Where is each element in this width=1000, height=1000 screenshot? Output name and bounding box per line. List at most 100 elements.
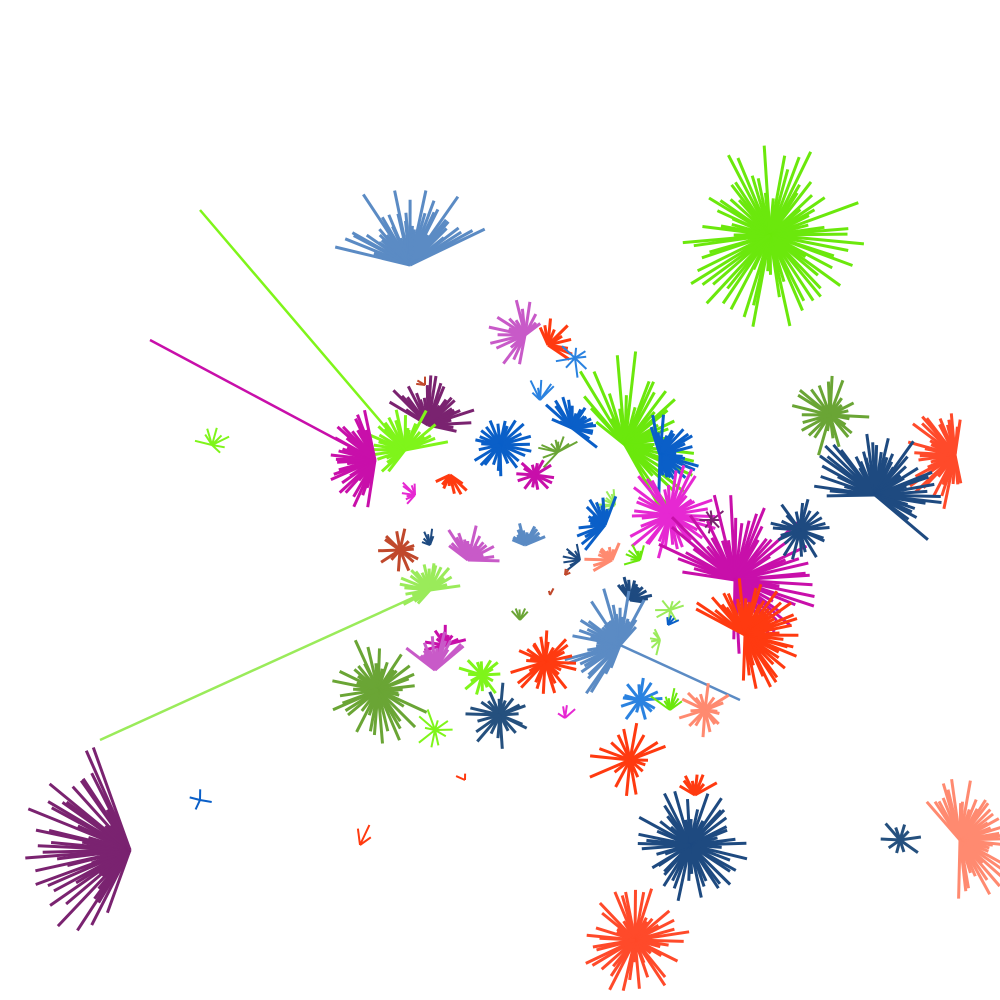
glyph-spoke <box>475 713 501 734</box>
glyph-spoke <box>541 444 559 453</box>
glyph-spoke <box>623 693 641 702</box>
glyph-spoke <box>455 775 466 781</box>
glyph-spoke <box>517 473 536 483</box>
glyph-spoke <box>510 660 546 675</box>
glyph-spoke <box>598 901 637 942</box>
starburst-glyph-37 <box>547 587 555 596</box>
glyph-spoke <box>638 681 653 701</box>
starburst-glyph-16 <box>516 459 555 490</box>
starburst-glyph-55 <box>557 705 576 719</box>
starburst-glyph-3 <box>488 299 542 365</box>
glyph-spoke <box>398 549 411 572</box>
starburst-glyph-8 <box>194 427 230 454</box>
glyph-spoke <box>629 598 644 604</box>
glyph-spoke <box>557 436 565 453</box>
glyph-spoke <box>741 634 747 681</box>
glyph-spoke <box>376 689 401 741</box>
glyph-spoke <box>394 409 407 451</box>
starburst-glyph-33 <box>421 528 435 546</box>
starburst-glyph-39 <box>616 576 653 604</box>
glyph-spoke <box>628 722 639 761</box>
glyph-long-spoke <box>99 588 431 742</box>
glyph-spoke <box>624 891 637 941</box>
glyph-spoke <box>562 555 581 561</box>
glyph-spoke <box>630 513 671 548</box>
glyph-spoke <box>475 674 484 695</box>
starburst-glyph-66 <box>585 888 690 992</box>
glyph-spoke <box>688 708 707 727</box>
glyph-spoke <box>435 473 451 483</box>
glyph-spoke <box>565 548 581 561</box>
glyph-spoke <box>574 357 588 370</box>
glyph-spoke <box>564 708 576 719</box>
glyph-spoke <box>398 528 407 551</box>
starburst-glyph-19 <box>416 376 426 386</box>
starburst-glyph-43 <box>695 578 799 690</box>
glyph-spoke <box>561 345 576 359</box>
starburst-glyph-17 <box>435 473 468 495</box>
glyph-spoke <box>650 639 661 649</box>
glyph-spoke <box>434 644 465 672</box>
glyph-spoke <box>584 557 613 562</box>
glyph-spoke <box>957 839 962 899</box>
glyph-spoke <box>650 695 671 711</box>
glyph-spoke <box>953 419 962 456</box>
glyph-spoke <box>667 619 680 626</box>
starburst-glyph-53 <box>678 683 730 738</box>
glyph-spoke <box>615 355 627 446</box>
glyph-spoke <box>769 233 865 246</box>
glyph-spoke <box>470 706 501 717</box>
glyph-spoke <box>828 414 850 438</box>
glyph-spoke <box>35 848 131 873</box>
glyph-spoke <box>211 427 218 446</box>
glyph-spoke <box>477 713 501 723</box>
starburst-glyph-11 <box>149 338 377 508</box>
starburst-glyph-23 <box>629 464 716 559</box>
glyph-spoke <box>206 428 213 446</box>
glyph-spoke <box>418 729 436 744</box>
glyph-spoke <box>402 481 416 496</box>
glyph-spoke <box>704 701 724 712</box>
glyph-spoke <box>473 443 501 462</box>
glyph-spoke <box>481 672 501 677</box>
glyph-spoke <box>418 715 436 731</box>
glyph-spoke <box>769 233 849 252</box>
starburst-glyph-26 <box>562 543 581 572</box>
glyph-long-spoke <box>149 338 376 462</box>
glyph-spoke <box>768 180 813 236</box>
starburst-glyph-38 <box>99 563 461 742</box>
glyph-spoke <box>663 792 692 846</box>
glyph-spoke <box>547 337 572 347</box>
starburst-glyph-10 <box>199 209 449 473</box>
glyph-spoke <box>189 796 201 801</box>
glyph-spoke <box>557 440 578 453</box>
starburst-glyph-42 <box>510 608 529 621</box>
glyph-spoke <box>828 379 845 416</box>
glyph-spoke <box>557 712 566 719</box>
glyph-spoke <box>657 454 662 497</box>
glyph-spoke <box>634 930 690 942</box>
glyph-spoke <box>430 729 436 748</box>
glyph-spoke <box>678 708 706 720</box>
glyph-spoke <box>703 683 710 711</box>
glyph-spoke <box>799 526 830 532</box>
starburst-glyph-28 <box>623 544 645 566</box>
glyph-spoke <box>780 503 802 531</box>
glyph-spoke <box>628 734 646 761</box>
glyph-spoke <box>359 824 371 846</box>
glyph-spoke <box>470 673 483 683</box>
glyph-spoke <box>543 661 557 694</box>
glyph-spoke <box>623 444 665 515</box>
glyph-spoke <box>626 683 642 701</box>
glyph-spoke <box>434 720 449 731</box>
glyph-spoke <box>585 938 636 965</box>
glyph-spoke <box>622 728 632 761</box>
starburst-glyph-50 <box>332 639 428 744</box>
glyph-spoke <box>887 838 901 850</box>
glyph-spoke <box>610 542 621 561</box>
glyph-spoke <box>519 611 529 621</box>
glyph-spoke <box>696 233 771 273</box>
glyph-spoke <box>359 836 372 846</box>
glyph-spoke <box>817 384 832 416</box>
